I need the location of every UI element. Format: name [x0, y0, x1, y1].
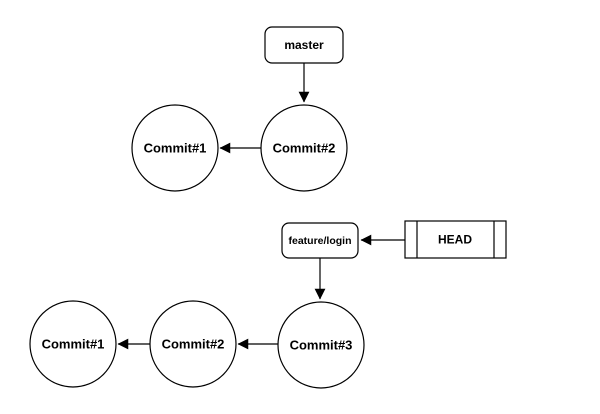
bottom-graph: feature/login HEAD Commit#1 Commit#2 C [29, 220, 507, 389]
branch-label-feature-login: feature/login [288, 235, 351, 247]
commit-circle-top-1 [131, 104, 219, 192]
commit-label: Commit#2 [273, 141, 336, 156]
branch-node-master: master [264, 26, 344, 64]
head-node: HEAD [404, 220, 507, 259]
branch-node-feature-login: feature/login [281, 222, 359, 259]
top-graph: master Commit#1 Commit#2 [131, 26, 348, 192]
commit-node: Commit#3 [277, 301, 365, 389]
commit-node: Commit#1 [131, 104, 219, 192]
commit-node: Commit#1 [29, 300, 117, 388]
branch-label-master: master [284, 38, 324, 52]
commit-label: Commit#1 [42, 337, 105, 352]
head-box [404, 220, 507, 259]
commit-label: Commit#1 [144, 141, 207, 156]
commit-circle-bottom-3 [277, 301, 365, 389]
commit-label: Commit#3 [290, 338, 353, 353]
commit-node: Commit#2 [260, 104, 348, 192]
commit-circle-bottom-1 [29, 300, 117, 388]
head-label: HEAD [438, 233, 472, 247]
commit-label: Commit#2 [162, 337, 225, 352]
commit-node: Commit#2 [149, 300, 237, 388]
